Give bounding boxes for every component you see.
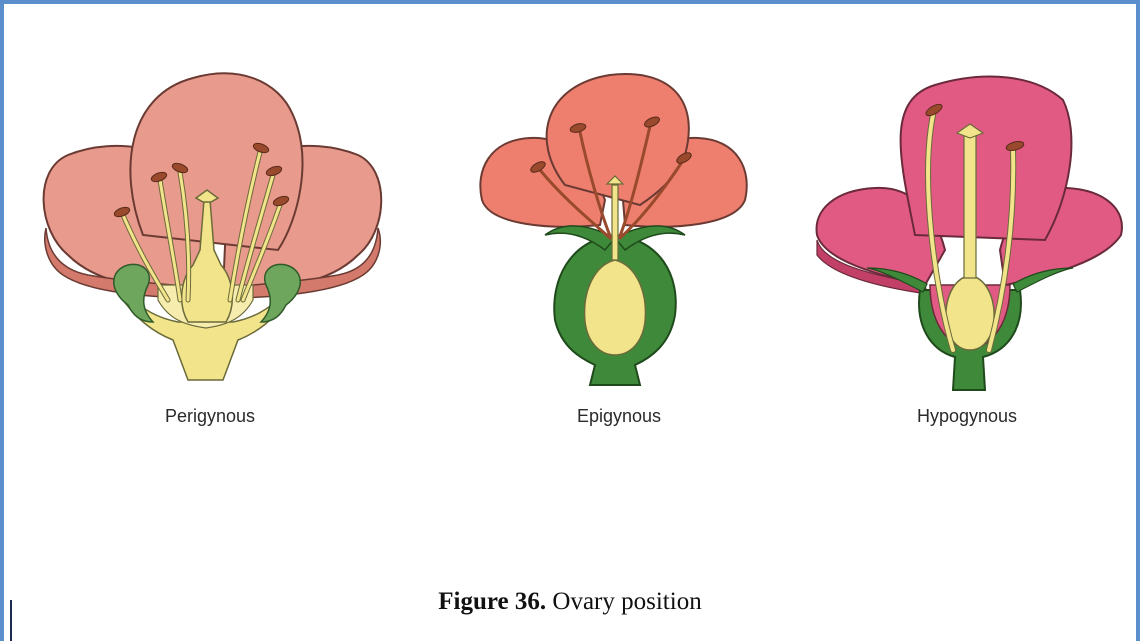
ovary <box>946 275 994 350</box>
top-petal <box>130 73 302 250</box>
perigynous-label: Perigynous <box>118 406 302 427</box>
right-sepal <box>615 226 685 250</box>
left-sepal <box>545 226 615 250</box>
hypogynous-label: Hypogynous <box>875 406 1059 427</box>
epigynous-label: Epigynous <box>527 406 711 427</box>
epigynous-flower-illustration <box>470 60 760 395</box>
hypogynous-flower-illustration <box>805 60 1135 395</box>
style <box>964 135 976 278</box>
perigynous-flower-illustration <box>28 60 398 395</box>
figure-number: Figure 36. <box>438 588 546 615</box>
figure-caption-text: Ovary position <box>546 588 702 615</box>
figure-caption: Figure 36. Ovary position <box>0 588 1140 616</box>
style <box>612 185 618 260</box>
